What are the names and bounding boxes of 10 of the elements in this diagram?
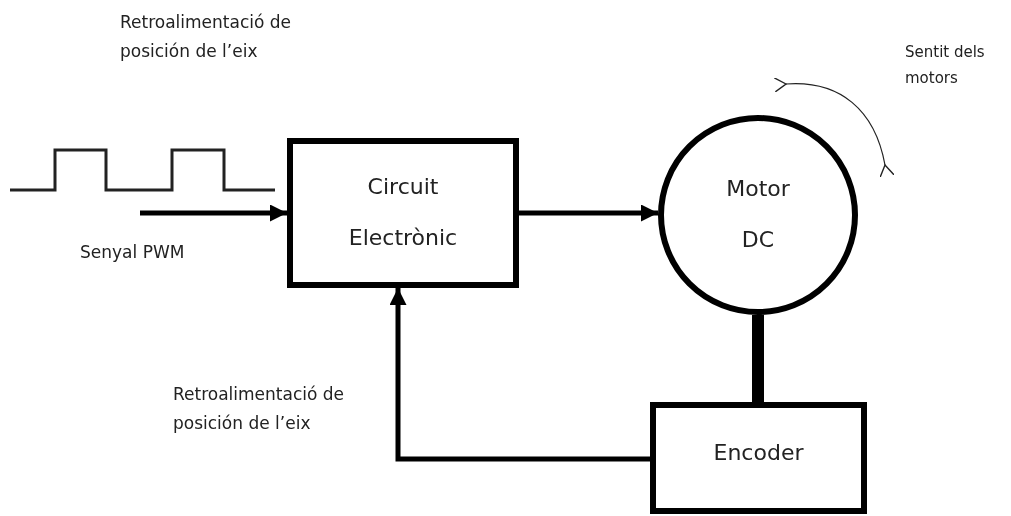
shaft-connector (752, 315, 764, 402)
node-label: Motor DC (725, 175, 791, 254)
motor-circle (658, 115, 858, 315)
arrow (519, 204, 658, 222)
process-box (650, 402, 867, 514)
process-box (287, 138, 519, 288)
arrow (389, 288, 650, 462)
arrow (140, 204, 287, 222)
node-label: Encoder (713, 438, 804, 467)
node-label: Circuit Electrònic (347, 173, 459, 252)
